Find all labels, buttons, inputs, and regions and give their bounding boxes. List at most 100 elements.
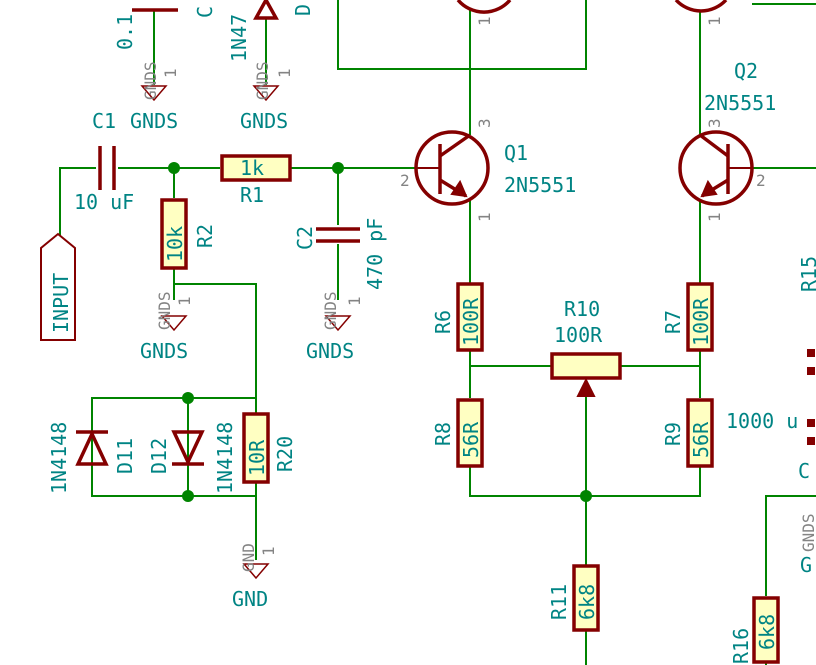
diode-top: 1N47 D — [227, 0, 315, 62]
diode-d12: D12 1N4148 — [147, 422, 237, 494]
input-port-label: INPUT — [49, 273, 73, 333]
d11-ref-label: D11 — [113, 438, 137, 474]
r9-ref-label: R9 — [661, 422, 685, 446]
potentiometer-r10: R10 100R — [550, 297, 622, 397]
resistor-r8: 56R R8 — [431, 398, 484, 468]
diode-top-value-label: 1N47 — [227, 14, 251, 62]
c1-gnds-label: GNDS — [130, 109, 178, 133]
gnds-label: GNDS — [306, 339, 354, 363]
gnds-pin-name: GNDS — [253, 61, 272, 100]
pin-number-label: 1 — [275, 68, 294, 78]
gnds-label: GNDS — [140, 339, 188, 363]
junction-dot — [580, 490, 592, 502]
cap-top-ref-label: C — [193, 6, 217, 18]
pin-number-label: 1 — [175, 296, 194, 306]
resistor-r20: 10R R20 — [242, 412, 297, 484]
gnds-pin-name: GNDS — [155, 291, 174, 330]
junction-dot — [182, 490, 194, 502]
diode-d11: 1N4148 D11 — [47, 422, 137, 494]
pin-number-label: 1 — [345, 296, 364, 306]
r15-ref-label: R15 — [797, 256, 816, 292]
r11-ref-label: R11 — [547, 584, 571, 620]
pin-number-label: 1 — [475, 16, 494, 26]
r7-value-label: 100R — [689, 297, 713, 346]
input-port: INPUT — [40, 232, 76, 341]
resistor-r9: 56R R9 — [661, 398, 714, 468]
junction-dot — [168, 162, 180, 174]
capacitor-c2: C2 470 pF — [293, 218, 387, 290]
c1-value-label: 10 uF — [74, 190, 134, 214]
r16-ref-label: R16 — [729, 628, 753, 664]
d12-ref-label: D12 — [147, 438, 171, 474]
resistor-r2: 10k R2 — [160, 198, 217, 270]
r1-ref-label: R1 — [240, 183, 264, 207]
r7-ref-label: R7 — [661, 310, 685, 334]
resistor-r7: 100R R7 — [661, 282, 714, 352]
resistor-r6: 100R R6 — [431, 282, 484, 352]
r16-value-label: 6k8 — [755, 614, 779, 650]
r8-ref-label: R8 — [431, 422, 455, 446]
junction-dot — [332, 162, 344, 174]
gnd-label: GND — [232, 587, 268, 611]
r8-value-label: 56R — [459, 421, 483, 458]
gnds-symbol-2: 1 GNDS GNDS — [240, 61, 294, 133]
transistor-q1: 2 3 1 Q1 2N5551 — [400, 118, 576, 222]
resistor-r1: 1k R1 — [220, 154, 292, 207]
gnds-symbol-3: 1 GNDS GNDS — [140, 291, 194, 363]
r10-ref-label: R10 — [564, 297, 600, 321]
pin-number-label: 3 — [475, 118, 494, 128]
r10-value-label: 100R — [554, 323, 603, 347]
r6-ref-label: R6 — [431, 310, 455, 334]
pin-number-label: 2 — [400, 171, 410, 190]
r6-value-label: 100R — [459, 297, 483, 346]
r20-ref-label: R20 — [273, 436, 297, 472]
capacitor-c1: C1 10 uF — [74, 109, 134, 214]
r1-value-label: 1k — [240, 156, 264, 180]
capacitor-right-partial: 1000 u C — [726, 349, 815, 483]
resistor-r15-partial: R15 — [797, 256, 816, 292]
pin-number-label: 1 — [161, 68, 180, 78]
pin-number-label: 1 — [705, 16, 724, 26]
pin-number-label: 1 — [705, 212, 724, 222]
pin-number-label: 3 — [705, 118, 724, 128]
r20-value-label: 10R — [245, 439, 269, 476]
d12-value-label: 1N4148 — [213, 422, 237, 494]
pin-number-label: 2 — [756, 171, 766, 190]
gnd-symbol: 1 GND GND — [232, 543, 278, 611]
r9-value-label: 56R — [689, 421, 713, 458]
resistor-r11: 6k8 R11 — [547, 564, 600, 632]
q2-value-label: 2N5551 — [704, 91, 776, 115]
gnds-pin-name: GNDS — [799, 513, 816, 552]
gnds-symbol-1: 1 GNDS — [140, 61, 180, 102]
cap-top-value-label: 0.1 — [113, 14, 137, 50]
r2-value-label: 10k — [163, 226, 187, 262]
gnds-symbol-4: 1 GNDS GNDS — [306, 291, 364, 363]
q1-value-label: 2N5551 — [504, 173, 576, 197]
g-label: G — [800, 553, 812, 577]
transistor-top-partials: 1 1 — [456, 0, 728, 26]
capacitor-top: 0.1 C — [113, 6, 217, 50]
r2-ref-label: R2 — [193, 224, 217, 248]
c2-ref-label: C2 — [293, 226, 317, 250]
gnds-label: GNDS — [240, 109, 288, 133]
pin-number-label: 1 — [475, 212, 494, 222]
c2-value-label: 470 pF — [363, 218, 387, 290]
q2-ref-label: Q2 — [734, 59, 758, 83]
gnds-partial-right: GNDS G — [799, 513, 816, 577]
pin-number-label: 1 — [259, 546, 278, 556]
q1-ref-label: Q1 — [504, 141, 528, 165]
resistor-r16: 6k8 R16 — [729, 596, 780, 664]
junction-dot — [182, 392, 194, 404]
gnd-pin-name: GND — [239, 543, 258, 572]
gnds-pin-name: GNDS — [321, 291, 340, 330]
cap-right-ref-label: C — [798, 459, 810, 483]
r11-value-label: 6k8 — [575, 584, 599, 620]
gnds-pin-name: GNDS — [141, 61, 160, 100]
cap-right-value-label: 1000 u — [726, 409, 798, 433]
diode-top-ref-label: D — [291, 4, 315, 16]
transistor-q2: 2 3 1 Q2 2N5551 — [678, 59, 776, 222]
junctions — [168, 162, 592, 502]
d11-value-label: 1N4148 — [47, 422, 71, 494]
wires — [59, 0, 816, 665]
